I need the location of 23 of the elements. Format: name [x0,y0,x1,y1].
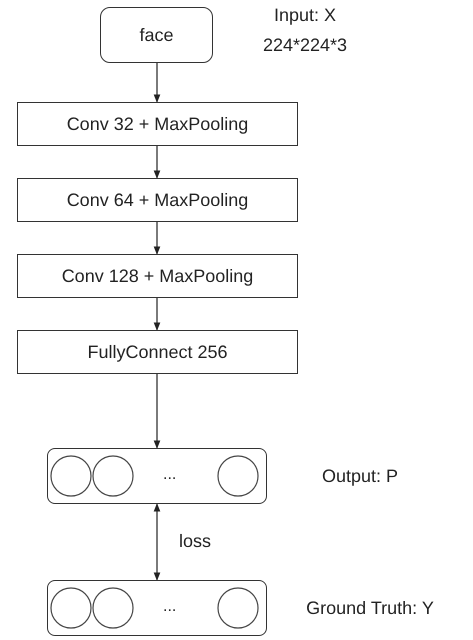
annotation-text: Ground Truth: Y [305,597,435,620]
layer-box [17,178,298,222]
arrow [154,374,160,449]
arrow [154,146,160,179]
layer-label: Conv 128 + MaxPooling [62,266,254,286]
ellipsis: ... [163,598,176,616]
layer-label: face [139,24,174,46]
neuron-layer-box [47,580,267,636]
layer-box [17,330,298,374]
layer-box [17,254,298,298]
arrow [154,222,160,255]
input-box [100,7,213,63]
layer-label: FullyConnect 256 [87,342,228,362]
layer-box [17,102,298,146]
annotation-text: Input: X 224*224*3 [262,4,348,57]
layer-label: Conv 64 + MaxPooling [66,190,248,210]
neuron-layer-box [47,448,267,504]
arrow [154,298,160,331]
ellipsis: ... [163,466,176,484]
layer-label: Conv 32 + MaxPooling [66,114,248,134]
double-arrow [154,503,160,581]
arrow [154,63,160,103]
annotation-text: Output: P [320,465,400,488]
